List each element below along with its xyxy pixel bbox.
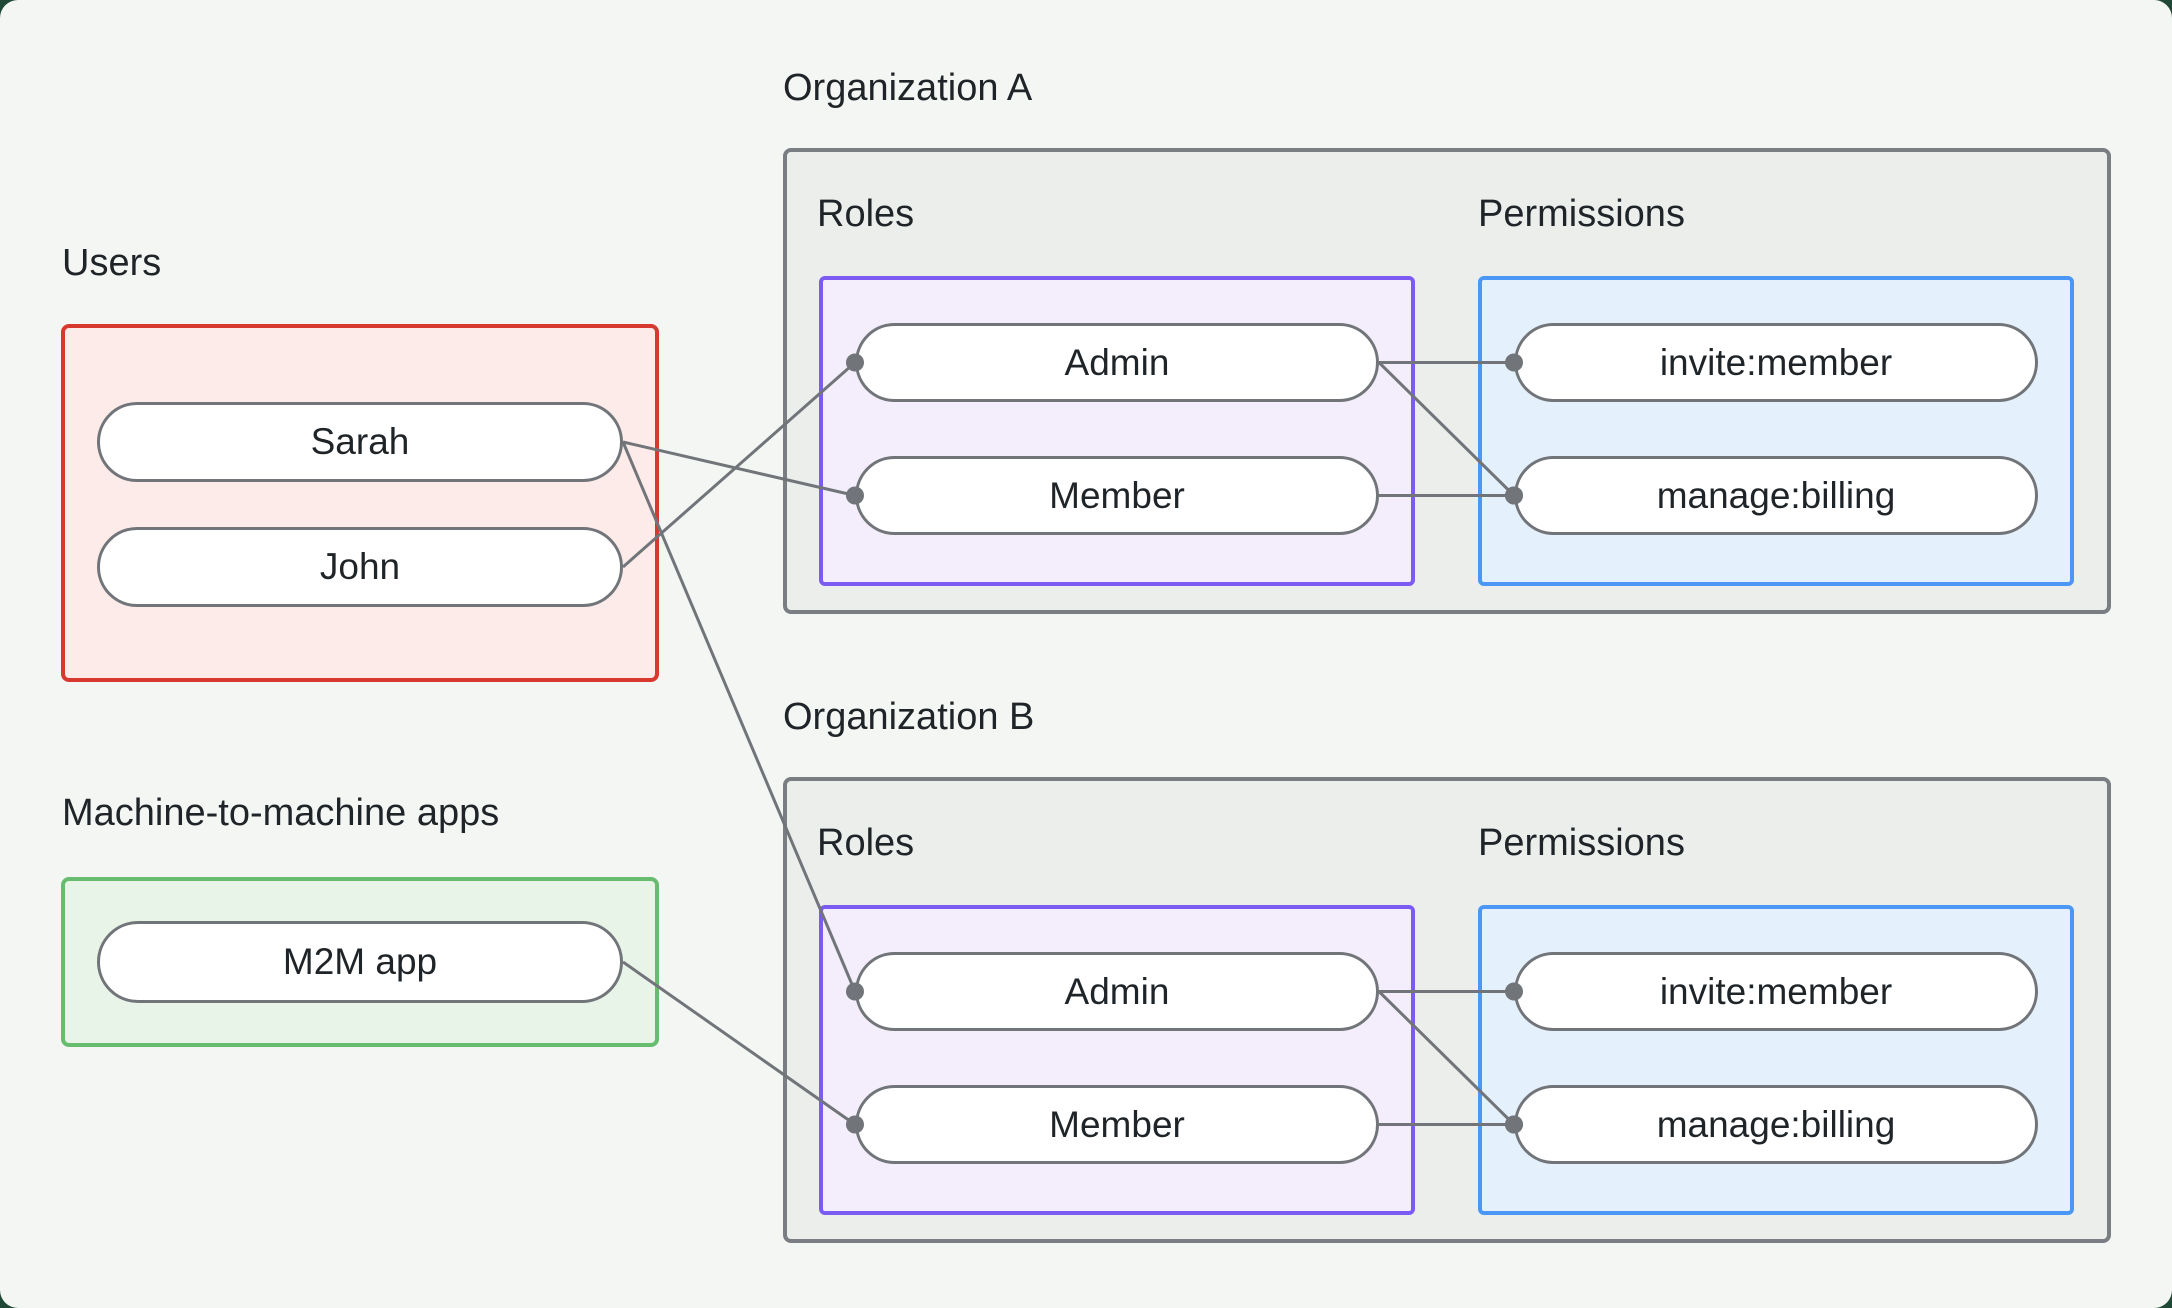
- org-a-permissions-label: Permissions: [1478, 193, 1685, 235]
- users-group-box: [61, 324, 659, 682]
- org-a-roles-label: Roles: [817, 193, 915, 235]
- user-node-john: John: [97, 527, 623, 607]
- org-a-permission-manage-billing: manage:billing: [1514, 456, 2038, 535]
- org-a-title: Organization A: [783, 67, 1033, 109]
- org-b-permissions-label: Permissions: [1478, 822, 1685, 864]
- m2m-app-node: M2M app: [97, 921, 623, 1003]
- org-a-role-member: Member: [855, 456, 1379, 535]
- role-label: Admin: [1064, 970, 1170, 1012]
- permission-label: manage:billing: [1656, 1103, 1896, 1145]
- permission-label: manage:billing: [1656, 474, 1896, 516]
- user-node-label: John: [319, 546, 401, 587]
- org-a-role-admin: Admin: [855, 323, 1379, 402]
- role-label: Admin: [1064, 341, 1170, 383]
- org-b-permission-invite-member: invite:member: [1514, 952, 2038, 1031]
- m2m-node-label: M2M app: [282, 941, 438, 982]
- permission-label: invite:member: [1659, 970, 1893, 1012]
- m2m-section-label: Machine-to-machine apps: [62, 792, 500, 834]
- org-b-role-member: Member: [855, 1085, 1379, 1164]
- permission-label: invite:member: [1659, 341, 1893, 383]
- org-b-title: Organization B: [783, 696, 1035, 738]
- role-label: Member: [1049, 474, 1185, 516]
- org-b-permission-manage-billing: manage:billing: [1514, 1085, 2038, 1164]
- org-a-permission-invite-member: invite:member: [1514, 323, 2038, 402]
- org-b-roles-label: Roles: [817, 822, 915, 864]
- user-node-label: Sarah: [310, 421, 410, 462]
- users-section-label: Users: [62, 242, 162, 284]
- org-b-role-admin: Admin: [855, 952, 1379, 1031]
- user-node-sarah: Sarah: [97, 402, 623, 482]
- role-label: Member: [1049, 1103, 1185, 1145]
